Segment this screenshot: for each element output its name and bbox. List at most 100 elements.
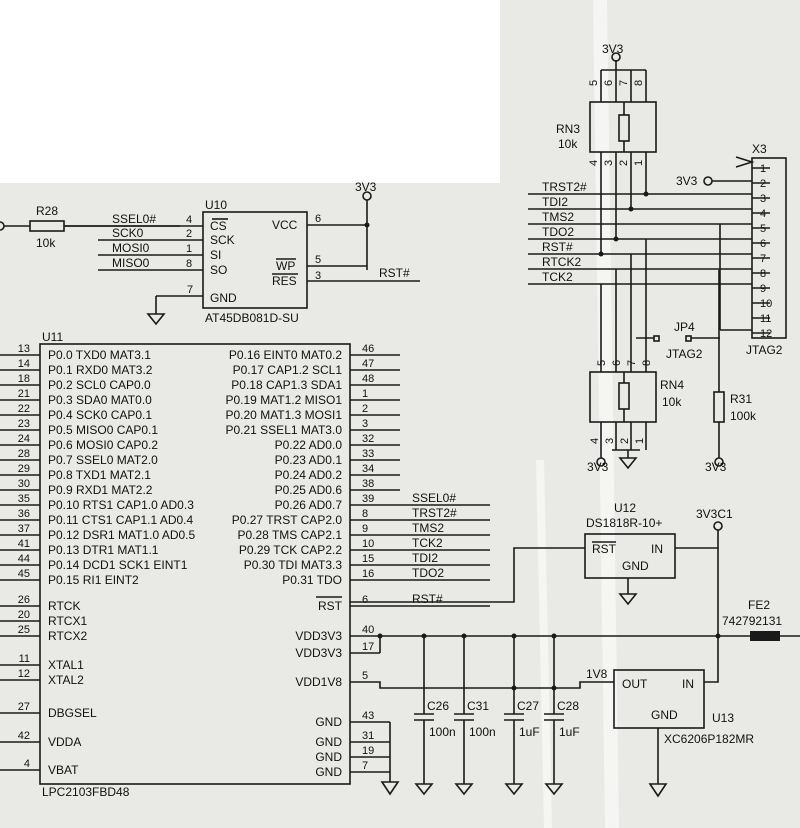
u11-pin-name: P0.20 MAT1.3 MOSI1 [226,408,343,422]
jtag-net-label: TCK2 [542,270,573,284]
u11-pin-num: 3 [362,418,368,430]
rn4-3v3-label: 3V3 [587,460,609,474]
cap-symbol [414,636,434,784]
wire-junction [613,236,619,242]
u11-pin-num: 9 [362,523,368,535]
u11-pin-name: XTAL1 [48,658,84,672]
rn4-pin-num: 4 [589,438,601,444]
u11-pin-name: P0.19 MAT1.2 MISO1 [226,393,343,407]
v1v8-label: 1V8 [586,667,608,681]
u11-pin-name: P0.12 DSR1 MAT1.0 AD0.5 [48,528,196,542]
u10-pin-net: MISO0 [112,256,150,270]
u12-ref: U12 [614,501,636,515]
u10-vcc-num: 6 [315,213,321,225]
rn4-pin-num: 2 [619,438,631,444]
power-terminal [611,52,621,62]
u10-3v3-label: 3V3 [355,180,377,194]
u11-pin-name: P0.2 SCL0 CAP0.0 [48,378,151,392]
u11-pin-name: P0.6 MOSI0 CAP0.2 [48,438,158,452]
u13-in-wire [704,636,719,683]
u10-pin-net: MOSI0 [112,241,150,255]
x3-pin-num: 2 [760,178,766,190]
rn4-pin-num: 3 [604,438,616,444]
u12-in-wire [675,530,719,549]
u11-pin-name: P0.21 SSEL1 MAT3.0 [225,423,342,437]
ground-symbol [146,313,166,326]
power-terminal [703,176,713,186]
x3-pin-num: 6 [760,238,766,250]
cap-value: 100n [429,725,456,739]
u13-in-pin: IN [682,677,694,691]
rn3-pin-num: 7 [618,80,630,86]
fe2-value: 742792131 [722,614,782,628]
u11-pin-name: P0.22 AD0.0 [275,438,343,452]
u11-pin-num: 8 [362,508,368,520]
u10-pin-name: SCK [210,233,235,247]
u10-right-wires [307,200,420,282]
rn4-element [618,382,630,410]
u11-pin-num: 11 [19,653,30,665]
r31-ref: R31 [730,392,752,406]
u11-pin-name: GND [315,715,342,729]
x3-body [751,157,787,339]
u12-body [584,533,676,579]
rn3-body [589,101,657,153]
cap-ref: C28 [557,699,579,713]
ground-symbol [380,781,400,796]
u11-pin-num: 22 [18,403,30,415]
u10-ref: U10 [205,198,227,212]
wire-junction [377,633,383,639]
rn3-3v3-label: 3V3 [602,42,624,56]
u11-pin-name: P0.17 CAP1.2 SCL1 [233,363,343,377]
u11-pin-name: P0.11 CTS1 CAP1.1 AD0.4 [48,513,194,527]
jtag-net-label: TDI2 [542,195,568,209]
u11-pin-num: 25 [18,624,30,636]
rn3-pin-num: 8 [633,80,645,86]
u11-pin-num: 14 [18,358,30,370]
ground-symbol [648,783,668,798]
u11-pin-num: 45 [18,568,30,580]
r31-value: 100k [730,409,757,423]
x3-part: JTAG2 [746,343,783,357]
u10-gnd-wire [155,295,203,314]
u11-pin-num: 42 [18,730,30,742]
x3-gnd-bus [719,224,752,331]
rn4-pin-num: 6 [611,360,623,366]
u10-pin-net: SCK0 [112,226,144,240]
rn3-element [618,114,630,142]
r28-ref: R28 [36,204,58,218]
rn4-pin-num: 7 [626,360,638,366]
wire-junction [551,685,557,691]
rn4-value: 10k [662,395,682,409]
u12-in-pin: IN [651,542,663,556]
u11-pin-num: 26 [18,594,30,606]
rn3-pin-num: 2 [618,160,630,166]
cap-value: 1uF [519,725,540,739]
cap-symbol [504,636,524,784]
u11-pin-name: GND [315,735,342,749]
u11-pin-name: P0.1 RXD0 MAT3.2 [48,363,153,377]
u11-pin-name: P0.26 AD0.7 [275,498,343,512]
u11-pin-name: P0.5 MISO0 CAP0.1 [48,423,158,437]
u11-pin-net: TCK2 [412,536,443,550]
wire-terminal [0,221,5,231]
jtag-net-label: TRST2# [542,180,587,194]
u11-pin-name: VDD1V8 [295,675,342,689]
u10-gnd-num: 7 [187,284,193,296]
wire-junction [511,685,517,691]
rn4-ref: RN4 [660,378,684,392]
u11-pin-num: 1 [362,388,368,400]
u11-pin-num: 13 [18,343,30,355]
u11-pin-num: 6 [362,594,368,606]
wire-junction [364,222,370,228]
u11-pin-name: P0.8 TXD1 MAT2.1 [48,468,151,482]
u11-pin-num: 28 [18,448,30,460]
u11-pin-name: P0.9 RXD1 MAT2.2 [48,483,153,497]
rn3-pin-num: 4 [588,160,600,166]
u11-pin-name: DBGSEL [48,706,97,720]
rn3-ref: RN3 [556,122,580,136]
u10-pin-net: SSEL0# [112,212,156,226]
rn4-body [589,371,657,423]
u11-pin-num: 35 [18,493,30,505]
